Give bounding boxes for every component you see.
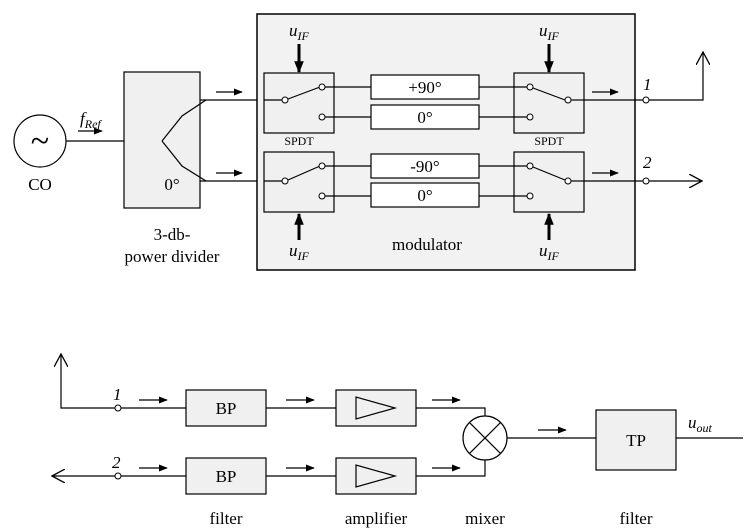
divider-phase: 0° xyxy=(164,175,179,194)
switch-left-lower xyxy=(264,162,371,200)
bp-filter-2 xyxy=(185,457,267,495)
switch-right-lower xyxy=(479,162,584,200)
divider-label-1: 3-db- xyxy=(154,225,191,244)
divider-branch-upper xyxy=(161,99,207,142)
caption-mixer: mixer xyxy=(465,509,505,528)
tp-filter-label: TP xyxy=(626,431,646,450)
phase-box-0-upper xyxy=(370,104,480,130)
mixer xyxy=(462,415,508,461)
divider-branch-lower xyxy=(161,140,207,182)
modulator-frame xyxy=(256,13,636,271)
phase-label-0-upper: 0° xyxy=(417,108,432,127)
caption-filter-tp: filter xyxy=(619,509,652,528)
power-divider: 0° 3-db- power divider xyxy=(123,71,220,266)
antenna-line-1 xyxy=(649,52,703,101)
phase-label-0-lower: 0° xyxy=(417,186,432,205)
phase-label-plus90: +90° xyxy=(408,78,441,97)
spdt-box-left-upper xyxy=(263,72,335,134)
amplifier-1 xyxy=(335,389,417,427)
amplifier-1-icon xyxy=(355,396,398,420)
oscillator: ~ CO xyxy=(13,114,67,194)
control-label-right-lower: uIF xyxy=(539,241,559,263)
spdt-box-right-lower xyxy=(513,151,585,213)
port-1-terminal xyxy=(642,96,650,104)
modulator-label: modulator xyxy=(392,235,462,254)
divider-box xyxy=(123,71,201,209)
control-label-left-lower: uIF xyxy=(289,241,309,263)
bp-filter-2-label: BP xyxy=(216,467,237,486)
spdt-label-right: SPDT xyxy=(534,134,564,148)
phase-label-minus90: -90° xyxy=(410,157,439,176)
amp-to-mixer-line-1 xyxy=(416,407,486,416)
tp-filter xyxy=(595,409,677,471)
rx-port-2-label: 2 xyxy=(112,453,121,472)
bp-filter-1-label: BP xyxy=(216,399,237,418)
ref-freq-label: fRef xyxy=(80,109,102,131)
rx-port-1-label: 1 xyxy=(113,385,122,404)
bp-filter-1 xyxy=(185,389,267,427)
caption-amplifier: amplifier xyxy=(345,509,408,528)
rx-line-1-input xyxy=(61,354,115,409)
amplifier-2-icon xyxy=(355,464,398,488)
phase-box-plus90 xyxy=(370,74,480,100)
control-label-left-upper: uIF xyxy=(289,21,309,43)
spdt-label-left: SPDT xyxy=(284,134,314,148)
spdt-box-left-lower xyxy=(263,151,335,213)
port-2-terminal xyxy=(642,177,650,185)
switch-right-upper xyxy=(479,83,584,121)
caption-filter-bp: filter xyxy=(209,509,242,528)
oscillator-symbol: ~ xyxy=(31,123,49,160)
rx-port-2-terminal xyxy=(114,472,122,480)
switch-left-upper xyxy=(264,83,371,121)
port-1-label: 1 xyxy=(643,75,652,94)
rx-port-1-terminal xyxy=(114,404,122,412)
divider-label-2: power divider xyxy=(125,247,220,266)
spdt-box-right-upper xyxy=(513,72,585,134)
modulator: modulator SPDT SPDT +90° 0° -90° 0° xyxy=(256,13,636,271)
oscillator-label: CO xyxy=(28,175,52,194)
amplifier-2 xyxy=(335,457,417,495)
phase-box-0-lower xyxy=(370,182,480,208)
mixer-cross-2 xyxy=(468,421,502,455)
amp-to-mixer-line-2 xyxy=(416,460,486,477)
output-label: uout xyxy=(688,413,713,435)
port-2-label: 2 xyxy=(643,153,652,172)
control-label-right-upper: uIF xyxy=(539,21,559,43)
